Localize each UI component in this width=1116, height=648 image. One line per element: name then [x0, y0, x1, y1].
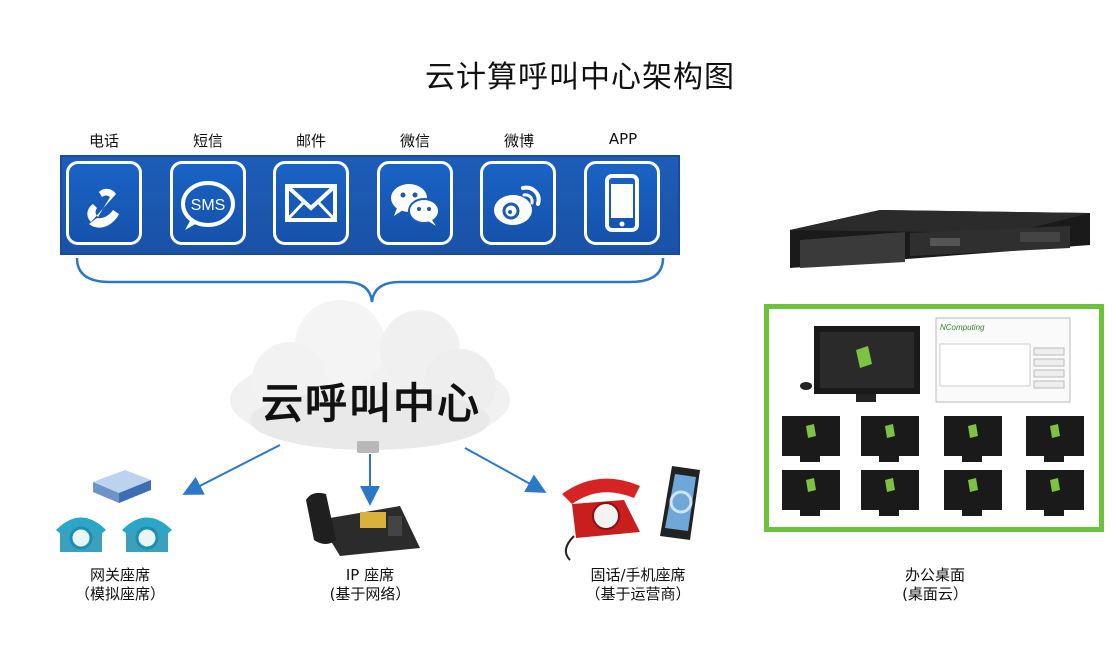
monitor-8 [1026, 470, 1084, 516]
caption-desktop: 办公桌面 (桌面云） [870, 566, 1000, 604]
channel-label-weibo: 微博 [503, 132, 534, 150]
arrow-gateway [182, 444, 281, 495]
monitor-6 [861, 470, 919, 516]
main-monitor-icon [800, 326, 920, 402]
channel-label-sms: 短信 [192, 132, 223, 150]
ncomputing-logo: NComputing [940, 323, 985, 332]
mail-icon [285, 184, 337, 222]
analog-phone-icon-2 [122, 517, 172, 552]
caption-desktop-line1: 办公桌面 [904, 566, 965, 584]
gateway-device-icon [93, 470, 151, 503]
channel-tile-phone [66, 161, 142, 245]
ip-phone-icon [306, 492, 420, 556]
cloud-shape [230, 300, 510, 450]
wechat-icon [391, 184, 440, 226]
channel-tile-wechat [377, 161, 453, 245]
channel-label-wechat: 微信 [399, 132, 430, 150]
smartphone-icon [605, 174, 639, 232]
channel-tile-mail [273, 161, 349, 245]
channel-label-app: APP [608, 130, 638, 148]
channel-bar [60, 155, 680, 255]
page-title: 云计算呼叫中心架构图 [425, 60, 735, 95]
caption-gateway-line2: （模拟座席） [74, 585, 165, 603]
sms-icon-text: SMS [191, 197, 226, 214]
analog-phone-icon-1 [56, 517, 106, 552]
caption-gateway-line1: 网关座席 [89, 566, 150, 584]
channel-tile-sms: SMS [170, 161, 246, 245]
cloud-connector [357, 441, 379, 453]
mobile-phone-icon [660, 466, 700, 540]
caption-ip-line1: IP 座席 [345, 566, 395, 584]
monitor-7 [944, 470, 1002, 516]
channel-tile-weibo [480, 161, 556, 245]
bracket [75, 257, 665, 303]
rack-server-icon [790, 210, 1090, 268]
sms-icon: SMS [181, 181, 235, 230]
desktop-cloud-graphics: NComputing [782, 317, 1084, 516]
channel-label-mail: 邮件 [295, 132, 326, 150]
caption-ip: IP 座席 (基于网络） [290, 566, 450, 604]
monitor-5 [782, 470, 840, 516]
caption-mobile-line1: 固话/手机座席 [590, 566, 686, 584]
monitor-3 [944, 416, 1002, 462]
caption-desktop-line2: (桌面云） [902, 585, 968, 603]
ncomputing-window: NComputing [935, 317, 1071, 403]
weibo-icon [494, 185, 541, 225]
channel-label-phone: 电话 [88, 132, 119, 150]
monitor-2 [861, 416, 919, 462]
channel-tile-app [584, 161, 660, 245]
phone-icon [87, 188, 119, 228]
caption-mobile: 固话/手机座席 （基于运营商） [548, 566, 728, 604]
caption-mobile-line2: （基于运营商） [585, 585, 691, 603]
caption-gateway: 网关座席 （模拟座席） [50, 566, 190, 604]
arrow-mobile [464, 447, 547, 493]
rotary-phone-icon [562, 478, 640, 561]
cloud-label: 云呼叫中心 [260, 379, 481, 428]
monitor-4 [1026, 416, 1084, 462]
thin-client-monitors [782, 416, 1084, 516]
caption-ip-line2: (基于网络） [329, 585, 411, 603]
monitor-1 [782, 416, 840, 462]
